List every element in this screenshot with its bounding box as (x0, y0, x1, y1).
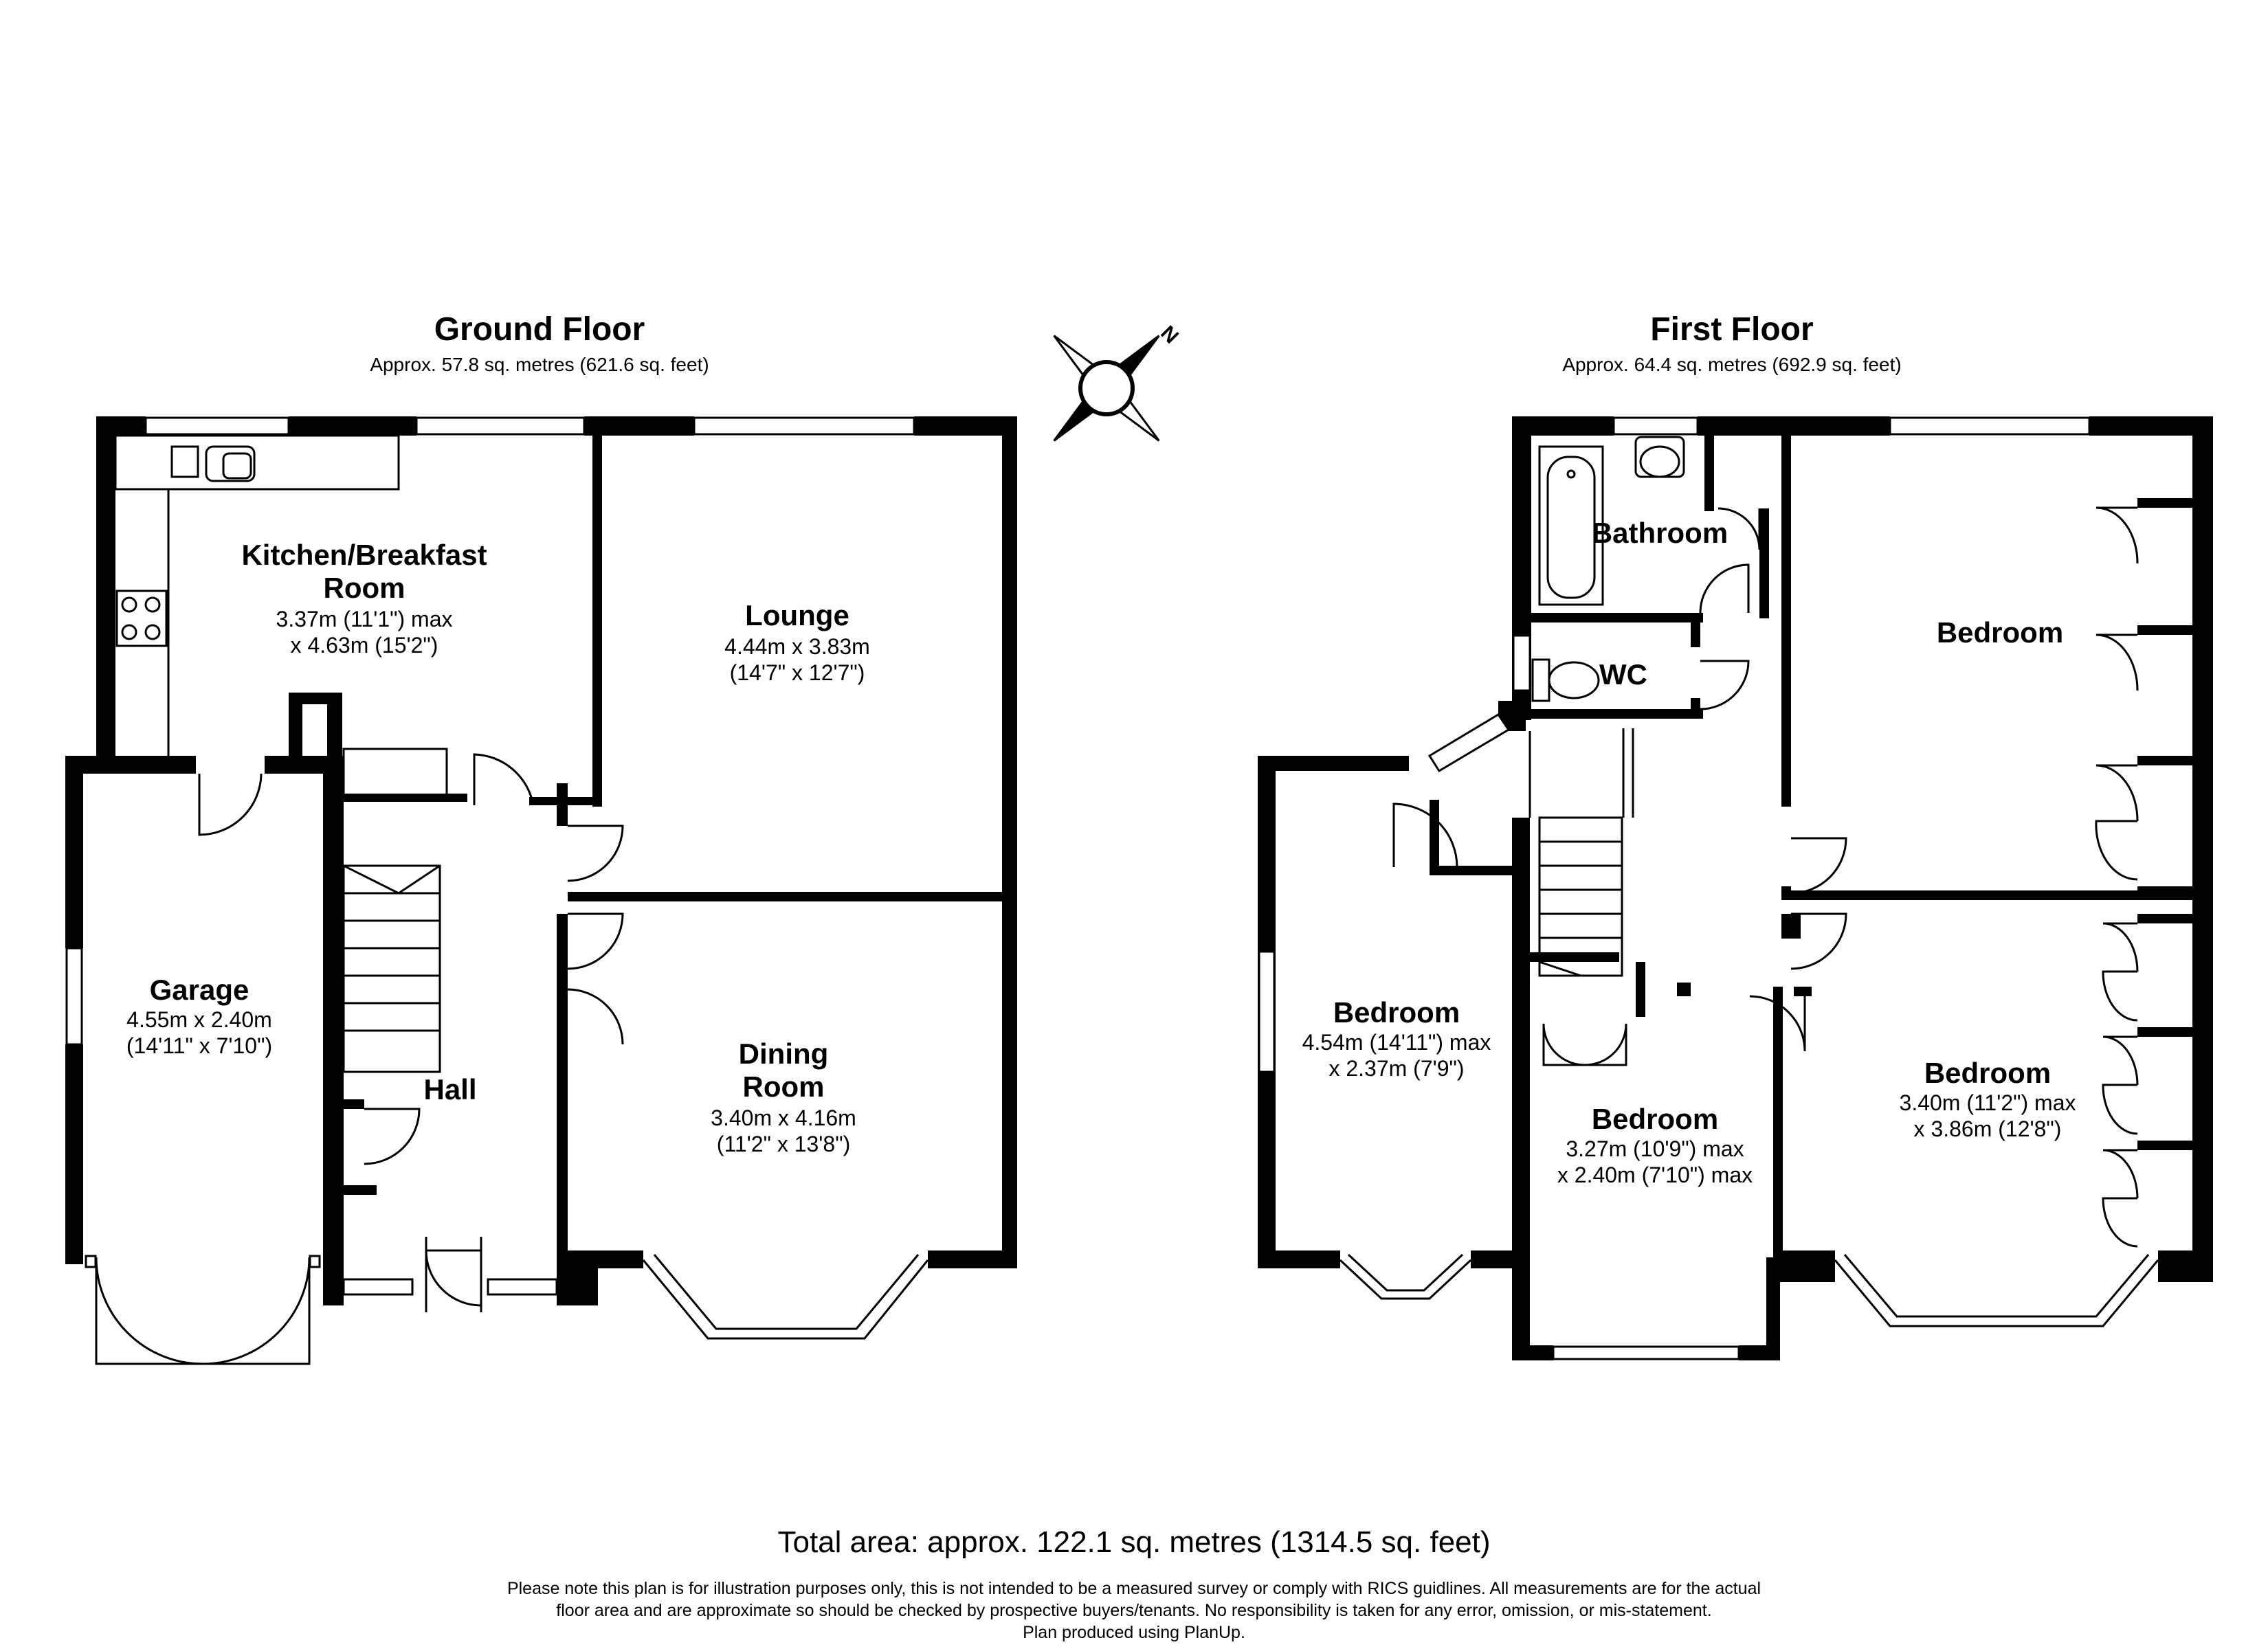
bathroom-name: Bathroom (1592, 517, 1728, 549)
bedroom-rear-name: Bedroom (1937, 616, 2063, 649)
room-bedroom-left: Bedroom 4.54m (14'11") max x 2.37m (7'9"… (1302, 996, 1491, 1081)
bathroom-fittings (1531, 436, 1685, 702)
dining-dim-line2: (11'2" x 13'8") (717, 1132, 850, 1156)
first-floor-plan: First Floor Approx. 64.4 sq. metres (692… (1258, 311, 2213, 1360)
kitchen-name-line1: Kitchen/Breakfast (241, 539, 487, 571)
dining-dim-line1: 3.40m x 4.16m (711, 1106, 856, 1130)
room-garage: Garage 4.55m x 2.40m (14'11" x 7'10") (126, 974, 272, 1058)
garage-name: Garage (150, 974, 249, 1006)
kitchen-dim-line2: x 4.63m (15'2") (291, 633, 438, 658)
ground-floor-area: Approx. 57.8 sq. metres (621.6 sq. feet) (370, 354, 709, 375)
dining-name-line1: Dining (739, 1037, 829, 1070)
first-floor-area: Approx. 64.4 sq. metres (692.9 sq. feet) (1562, 354, 1901, 375)
disclaimer-line3: Plan produced using PlanUp. (1023, 1623, 1245, 1642)
room-dining: Dining Room 3.40m x 4.16m (11'2" x 13'8"… (711, 1037, 856, 1156)
total-area: Total area: approx. 122.1 sq. metres (13… (777, 1525, 1491, 1559)
garage-dim-line2: (14'11" x 7'10") (126, 1033, 272, 1058)
bedroom-left-name: Bedroom (1333, 996, 1460, 1029)
bedroom-front-right-name: Bedroom (1924, 1057, 2051, 1089)
lounge-name: Lounge (745, 599, 849, 631)
room-hall: Hall (423, 1073, 476, 1106)
hall-name: Hall (423, 1073, 476, 1106)
disclaimer-line2: floor area and are approximate so should… (556, 1601, 1712, 1620)
first-floor-walls (1258, 416, 2213, 1360)
room-bedroom-front-right: Bedroom 3.40m (11'2") max x 3.86m (12'8"… (1900, 1057, 2076, 1141)
bedroom-front-mid-name: Bedroom (1592, 1103, 1718, 1135)
room-bedroom-front-mid: Bedroom 3.27m (10'9") max x 2.40m (7'10"… (1557, 1103, 1753, 1187)
ground-floor-plan: Ground Floor Approx. 57.8 sq. metres (62… (65, 311, 1017, 1365)
compass-icon: N (1053, 322, 1183, 442)
first-floor-doors (1392, 506, 2139, 1248)
kitchen-name-line2: Room (324, 572, 405, 604)
ground-floor-walls (65, 416, 1017, 1305)
garage-dim-line1: 4.55m x 2.40m (126, 1007, 272, 1032)
first-floor-windows (1258, 416, 2159, 1360)
compass-north-label: N (1156, 322, 1183, 348)
bedroom-left-dim-line1: 4.54m (14'11") max (1302, 1030, 1491, 1055)
disclaimer-line1: Please note this plan is for illustratio… (507, 1579, 1761, 1598)
room-kitchen: Kitchen/Breakfast Room 3.37m (11'1") max… (241, 539, 487, 658)
room-bathroom: Bathroom (1592, 517, 1728, 549)
ground-floor-windows (65, 416, 929, 1340)
ground-floor-doors (85, 753, 624, 1365)
kitchen-dim-line1: 3.37m (11'1") max (276, 607, 453, 631)
disclaimer: Please note this plan is for illustratio… (385, 1578, 1883, 1644)
kitchen-fittings (114, 434, 400, 756)
wc-name: WC (1599, 658, 1647, 691)
ground-floor-stairs (342, 748, 448, 1073)
bedroom-front-mid-dim-line1: 3.27m (10'9") max (1566, 1136, 1744, 1161)
dining-name-line2: Room (743, 1070, 825, 1103)
bedroom-front-right-dim-line2: x 3.86m (12'8") (1914, 1117, 2062, 1141)
lounge-dim-line1: 4.44m x 3.83m (724, 634, 870, 659)
lounge-dim-line2: (14'7" x 12'7") (730, 660, 865, 685)
bedroom-left-dim-line2: x 2.37m (7'9") (1328, 1056, 1464, 1081)
room-lounge: Lounge 4.44m x 3.83m (14'7" x 12'7") (724, 599, 870, 685)
room-wc: WC (1599, 658, 1647, 691)
bedroom-front-mid-dim-line2: x 2.40m (7'10") max (1557, 1163, 1753, 1187)
bedroom-front-right-dim-line1: 3.40m (11'2") max (1900, 1090, 2076, 1115)
first-floor-title: First Floor (1650, 311, 1813, 348)
room-bedroom-rear: Bedroom (1937, 616, 2063, 649)
first-floor-stairs (1528, 728, 1634, 977)
ground-floor-title: Ground Floor (434, 311, 645, 348)
